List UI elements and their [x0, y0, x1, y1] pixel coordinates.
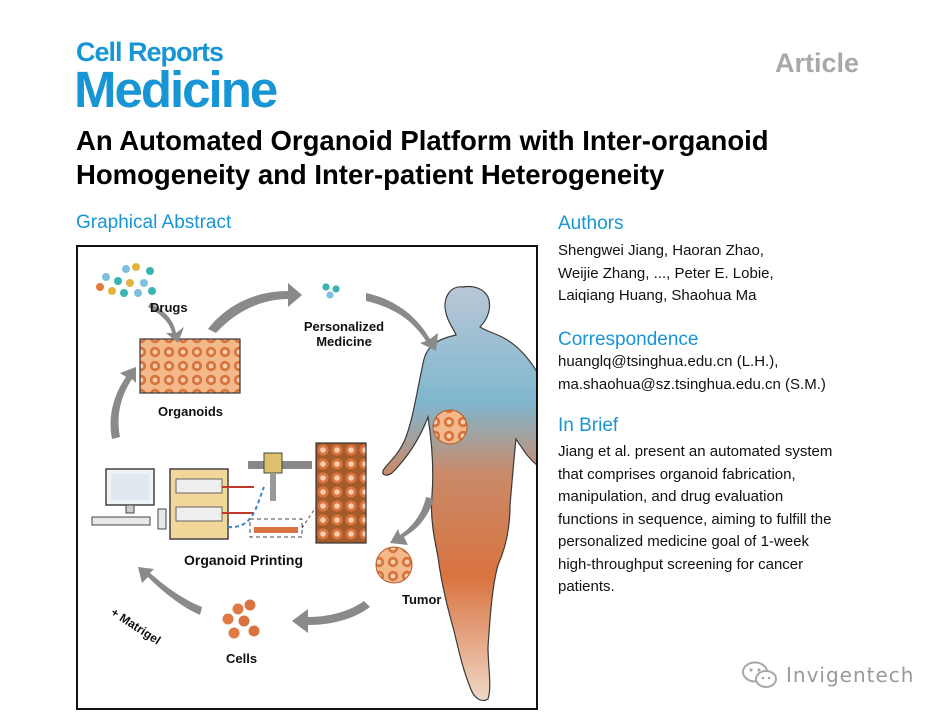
in-brief-line: personalized medicine goal of 1-week [558, 533, 809, 550]
tumor-ball [375, 546, 413, 584]
authors-line: Weijie Zhang, ..., Peter E. Lobie, [558, 264, 774, 282]
in-brief-line: Jiang et al. present an automated system [558, 443, 833, 460]
organoid-well-plate [139, 338, 241, 394]
in-brief-line: functions in sequence, aiming to fulfill… [558, 510, 832, 528]
label-organoids: Organoids [158, 404, 224, 419]
label-personalized-line2: Medicine [316, 334, 372, 349]
authors-line: Shengwei Jiang, Haoran Zhao, [558, 242, 764, 259]
graphical-abstract-heading: Graphical Abstract [76, 212, 232, 233]
body-tumor [432, 409, 468, 445]
printer-machine [169, 452, 317, 540]
in-brief-heading: In Brief [558, 415, 619, 436]
watermark-text: Invigentech [786, 663, 915, 687]
label-personalized-medicine: Personalized Medicine [294, 319, 394, 349]
journal-name-line1: Cell Reports [76, 37, 224, 67]
computer-icon [91, 468, 167, 530]
article-title: An Automated Organoid Platform with Inte… [76, 124, 876, 192]
correspondence-email[interactable]: ma.shaohua@sz.tsinghua.edu.cn (S.M.) [558, 375, 826, 393]
authors-list: Shengwei Jiang, Haoran Zhao, Weijie Zhan… [558, 240, 774, 308]
wechat-icon [742, 661, 777, 688]
in-brief-text: Jiang et al. present an automated system… [558, 441, 832, 599]
graphical-abstract-illustration [91, 263, 536, 702]
human-body-silhouette [382, 285, 536, 702]
graphical-abstract-figure: Drugs Personalized Medicine Organoids Or… [76, 245, 538, 710]
printed-organoid-array [315, 442, 367, 544]
label-tumor: Tumor [402, 592, 442, 607]
label-drugs: Drugs [150, 300, 188, 315]
in-brief-line: manipulation, and drug evaluation [558, 488, 784, 505]
authors-line: Laiqiang Huang, Shaohua Ma [558, 287, 757, 304]
label-organoid-printing: Organoid Printing [184, 552, 303, 568]
article-type-label: Article [774, 48, 859, 78]
title-line-1: An Automated Organoid Platform with Inte… [76, 125, 769, 156]
in-brief-line: patients. [558, 578, 615, 595]
title-line-2: Homogeneity and Inter-patient Heterogene… [76, 159, 665, 190]
correspondence-email[interactable]: huanglq@tsinghua.edu.cn (L.H.), [558, 353, 779, 370]
correspondence-list: huanglq@tsinghua.edu.cn (L.H.), ma.shaoh… [558, 351, 826, 396]
label-cells: Cells [226, 651, 258, 666]
in-brief-line: that comprises organoid fabrication, [558, 465, 796, 483]
watermark: Invigentech [740, 660, 914, 690]
journal-name-line2: Medicine [74, 61, 278, 118]
correspondence-heading: Correspondence [558, 329, 699, 350]
in-brief-line: high-throughput screening for cancer [558, 555, 804, 573]
cycle-arrows [110, 283, 438, 633]
label-personalized-line1: Personalized [303, 319, 385, 334]
authors-heading: Authors [558, 213, 624, 234]
personalized-drug-dots [322, 283, 340, 299]
cells-cluster [222, 599, 260, 639]
drug-molecules [96, 263, 156, 297]
